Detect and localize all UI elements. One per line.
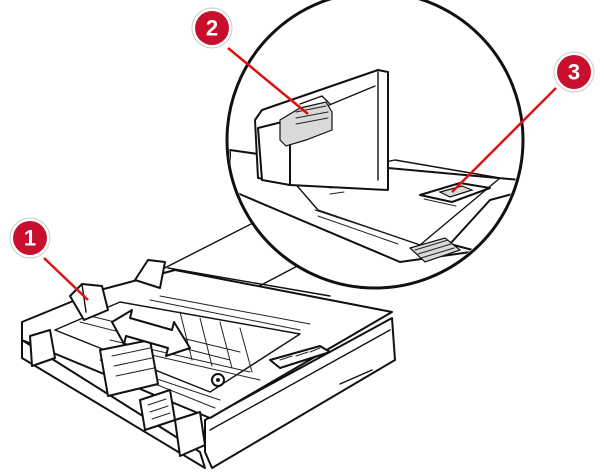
tray-front-bottom	[21, 339, 206, 469]
double-headed-arrow-icon	[111, 309, 191, 357]
tray-bottom-detail	[174, 411, 206, 457]
callout-1: 1	[9, 217, 51, 259]
callout-3: 3	[553, 51, 595, 93]
guide-lever	[279, 101, 333, 147]
leader-lines	[43, 47, 557, 301]
callout-badge	[557, 55, 591, 89]
tray-front-face	[204, 317, 396, 469]
callout-3-label: 3	[568, 60, 580, 85]
leader-line-2	[227, 47, 309, 115]
callout-2-label: 2	[206, 16, 218, 41]
side-guide-block	[99, 339, 159, 397]
leader-line-3	[451, 87, 557, 193]
callout-2: 2	[191, 7, 233, 49]
inset-grip	[408, 237, 462, 263]
leader-line-1	[43, 257, 89, 301]
magnified-inset	[91, 0, 525, 306]
callout-badge	[13, 221, 47, 255]
right-ridge	[269, 345, 331, 369]
tray-back-post	[134, 259, 166, 289]
paper-tray	[21, 259, 396, 469]
callout-1-label: 1	[24, 226, 36, 251]
callout-badge	[195, 11, 229, 45]
tray-left-tab	[29, 329, 56, 367]
